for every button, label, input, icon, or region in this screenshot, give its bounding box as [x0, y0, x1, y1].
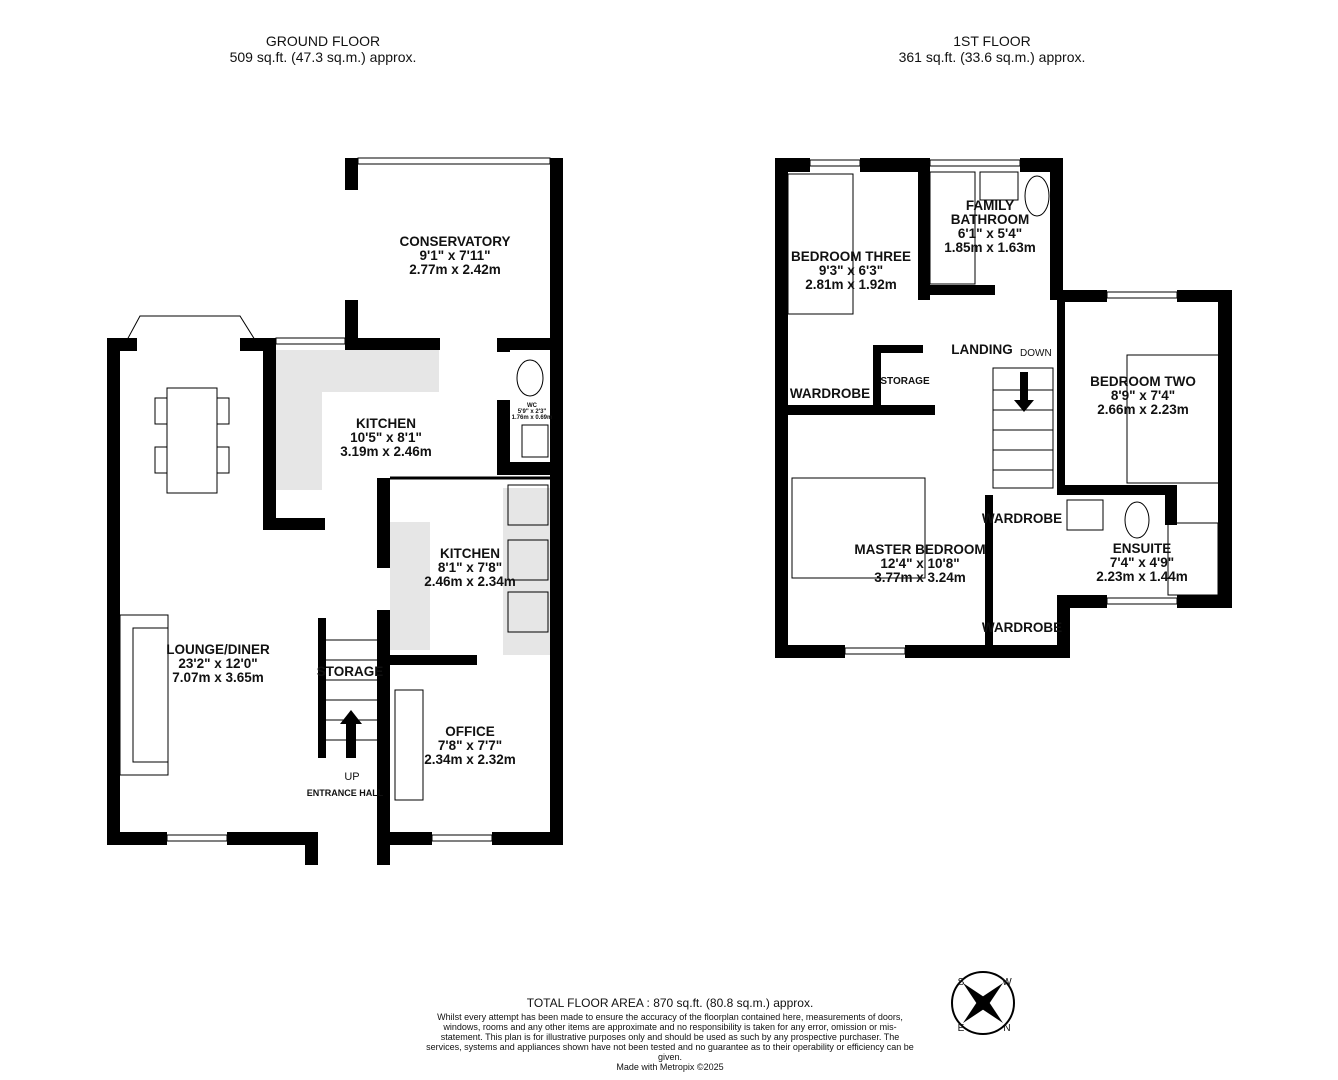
svg-text:6'1" x 5'4": 6'1" x 5'4"	[958, 226, 1022, 241]
label-wardrobe: WARDROBE	[982, 620, 1062, 635]
svg-text:2.81m x 1.92m: 2.81m x 1.92m	[805, 277, 897, 292]
svg-text:KITCHEN: KITCHEN	[440, 546, 500, 561]
svg-text:BEDROOM TWO: BEDROOM TWO	[1090, 374, 1196, 389]
room-family-bathroom: FAMILY BATHROOM 6'1" x 5'4" 1.85m x 1.63…	[944, 198, 1036, 255]
svg-text:3.77m x 3.24m: 3.77m x 3.24m	[874, 570, 966, 585]
svg-text:E: E	[958, 1023, 965, 1034]
room-kitchen-2: KITCHEN 8'1" x 7'8" 2.46m x 2.34m	[424, 546, 516, 589]
svg-text:2.23m x 1.44m: 2.23m x 1.44m	[1096, 569, 1188, 584]
room-lounge-diner: LOUNGE/DINER 23'2" x 12'0" 7.07m x 3.65m	[166, 642, 270, 685]
svg-text:1.76m x 0.69m: 1.76m x 0.69m	[512, 415, 553, 421]
room-bedroom-three: BEDROOM THREE 9'3" x 6'3" 2.81m x 1.92m	[791, 249, 911, 292]
worktop	[503, 488, 550, 655]
ground-floor-plan	[107, 157, 563, 865]
svg-text:N: N	[1003, 1023, 1010, 1034]
svg-text:WC: WC	[527, 403, 538, 409]
svg-text:S: S	[958, 977, 965, 988]
first-floor-area: 361 sq.ft. (33.6 sq.m.) approx.	[898, 49, 1086, 65]
svg-text:LOUNGE/DINER: LOUNGE/DINER	[166, 642, 270, 657]
label-landing: LANDING	[951, 342, 1013, 357]
svg-text:5'9" x 2'3": 5'9" x 2'3"	[518, 409, 547, 415]
svg-text:W: W	[1002, 977, 1012, 988]
svg-text:BATHROOM: BATHROOM	[951, 212, 1030, 227]
svg-text:BEDROOM THREE: BEDROOM THREE	[791, 249, 911, 264]
svg-text:9'1" x 7'11": 9'1" x 7'11"	[419, 248, 490, 263]
room-bedroom-two: BEDROOM TWO 8'9" x 7'4" 2.66m x 2.23m	[1090, 374, 1196, 417]
svg-text:OFFICE: OFFICE	[445, 724, 495, 739]
svg-text:10'5" x 8'1": 10'5" x 8'1"	[350, 430, 422, 445]
room-ensuite: ENSUITE 7'4" x 4'9" 2.23m x 1.44m	[1096, 541, 1188, 584]
svg-text:KITCHEN: KITCHEN	[356, 416, 416, 431]
svg-text:2.34m x 2.32m: 2.34m x 2.32m	[424, 752, 516, 767]
svg-text:12'4" x 10'8": 12'4" x 10'8"	[880, 556, 959, 571]
ground-floor-area: 509 sq.ft. (47.3 sq.m.) approx.	[229, 49, 417, 65]
label-storage: STORAGE	[317, 664, 384, 679]
label-down: DOWN	[1020, 348, 1052, 359]
worktop	[390, 522, 430, 650]
svg-text:23'2" x 12'0": 23'2" x 12'0"	[178, 656, 257, 671]
room-kitchen-1: KITCHEN 10'5" x 8'1" 3.19m x 2.46m	[340, 416, 432, 459]
svg-text:7'4" x 4'9": 7'4" x 4'9"	[1110, 555, 1174, 570]
first-floor-header: 1ST FLOOR 361 sq.ft. (33.6 sq.m.) approx…	[842, 33, 1142, 65]
label-wardrobe: WARDROBE	[982, 511, 1062, 526]
footer: TOTAL FLOOR AREA : 870 sq.ft. (80.8 sq.m…	[425, 996, 915, 1072]
label-up: UP	[344, 771, 359, 783]
label-wardrobe: WARDROBE	[790, 386, 870, 401]
svg-text:9'3" x 6'3": 9'3" x 6'3"	[819, 263, 883, 278]
svg-text:CONSERVATORY: CONSERVATORY	[399, 234, 510, 249]
svg-text:7.07m x 3.65m: 7.07m x 3.65m	[172, 670, 264, 685]
room-office: OFFICE 7'8" x 7'7" 2.34m x 2.32m	[424, 724, 516, 767]
svg-text:2.66m x 2.23m: 2.66m x 2.23m	[1097, 402, 1189, 417]
svg-text:3.19m x 2.46m: 3.19m x 2.46m	[340, 444, 432, 459]
total-floor-area: TOTAL FLOOR AREA : 870 sq.ft. (80.8 sq.m…	[526, 996, 814, 1010]
room-master-bedroom: MASTER BEDROOM 12'4" x 10'8" 3.77m x 3.2…	[854, 542, 985, 585]
svg-text:2.77m x 2.42m: 2.77m x 2.42m	[409, 262, 501, 277]
svg-text:1.85m x 1.63m: 1.85m x 1.63m	[944, 240, 1036, 255]
svg-text:MASTER BEDROOM: MASTER BEDROOM	[854, 542, 985, 557]
worktop	[276, 350, 322, 490]
compass-rose-icon: S W N E	[951, 971, 1015, 1035]
first-floor-plan	[775, 158, 1232, 658]
room-wc: WC 5'9" x 2'3" 1.76m x 0.69m	[512, 403, 553, 421]
label-entrance-hall: ENTRANCE HALL	[307, 788, 384, 798]
disclaimer: Whilst every attempt has been made to en…	[426, 1012, 914, 1062]
label-storage: STORAGE	[880, 376, 930, 387]
ground-floor-title: GROUND FLOOR	[265, 33, 381, 49]
credit: Made with Metropix ©2025	[616, 1062, 724, 1072]
first-floor-title: 1ST FLOOR	[953, 33, 1031, 49]
svg-text:ENSUITE: ENSUITE	[1113, 541, 1172, 556]
room-conservatory: CONSERVATORY 9'1" x 7'11" 2.77m x 2.42m	[399, 234, 510, 277]
ground-floor-header: GROUND FLOOR 509 sq.ft. (47.3 sq.m.) app…	[173, 33, 473, 65]
svg-text:7'8" x 7'7": 7'8" x 7'7"	[438, 738, 502, 753]
svg-text:2.46m x 2.34m: 2.46m x 2.34m	[424, 574, 516, 589]
svg-text:8'9" x 7'4": 8'9" x 7'4"	[1111, 388, 1175, 403]
svg-text:8'1" x 7'8": 8'1" x 7'8"	[438, 560, 502, 575]
svg-text:FAMILY: FAMILY	[966, 198, 1014, 213]
